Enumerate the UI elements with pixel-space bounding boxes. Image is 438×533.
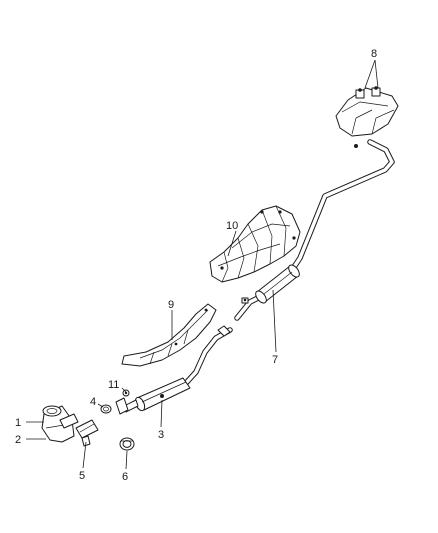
callout-1: 1	[15, 417, 21, 429]
leader-8b	[374, 59, 379, 89]
pipe-hangers	[217, 297, 249, 337]
part-2-bracket	[59, 413, 79, 429]
leader-3	[160, 399, 163, 428]
leader-5	[82, 441, 87, 469]
part-8-rear-muffler	[335, 86, 399, 148]
callout-4: 4	[90, 396, 96, 408]
leader-11	[121, 387, 127, 393]
callout-11: 11	[108, 379, 119, 391]
callout-5: 5	[79, 470, 85, 482]
callout-9: 9	[168, 299, 174, 311]
part-9-floor-heat-shield	[121, 303, 217, 367]
part-4-gasket	[100, 404, 112, 414]
flange-connector	[115, 397, 129, 415]
callout-6: 6	[122, 471, 128, 483]
leader-4	[97, 403, 104, 408]
callout-2: 2	[15, 434, 21, 446]
part-1-manifold-converter	[41, 405, 75, 443]
leader-8a	[364, 59, 376, 89]
leader-lines	[26, 59, 379, 470]
part-6-clamp	[119, 437, 135, 451]
callout-7: 7	[272, 354, 278, 366]
part-10-heat-shield	[209, 205, 301, 283]
callout-8: 8	[371, 48, 377, 60]
part-7-resonator	[255, 264, 300, 304]
callouts: 1 2 3 4 5 6 7 8 9 10 11	[15, 48, 377, 483]
callout-10: 10	[226, 220, 238, 232]
leader-10	[227, 230, 237, 257]
leader-7	[272, 289, 277, 353]
leader-6	[125, 450, 128, 470]
part-11-fastener	[122, 389, 130, 397]
part-3-catalytic-converter	[123, 377, 191, 413]
part-5-flex-joint	[75, 419, 99, 447]
callout-3: 3	[158, 429, 164, 441]
